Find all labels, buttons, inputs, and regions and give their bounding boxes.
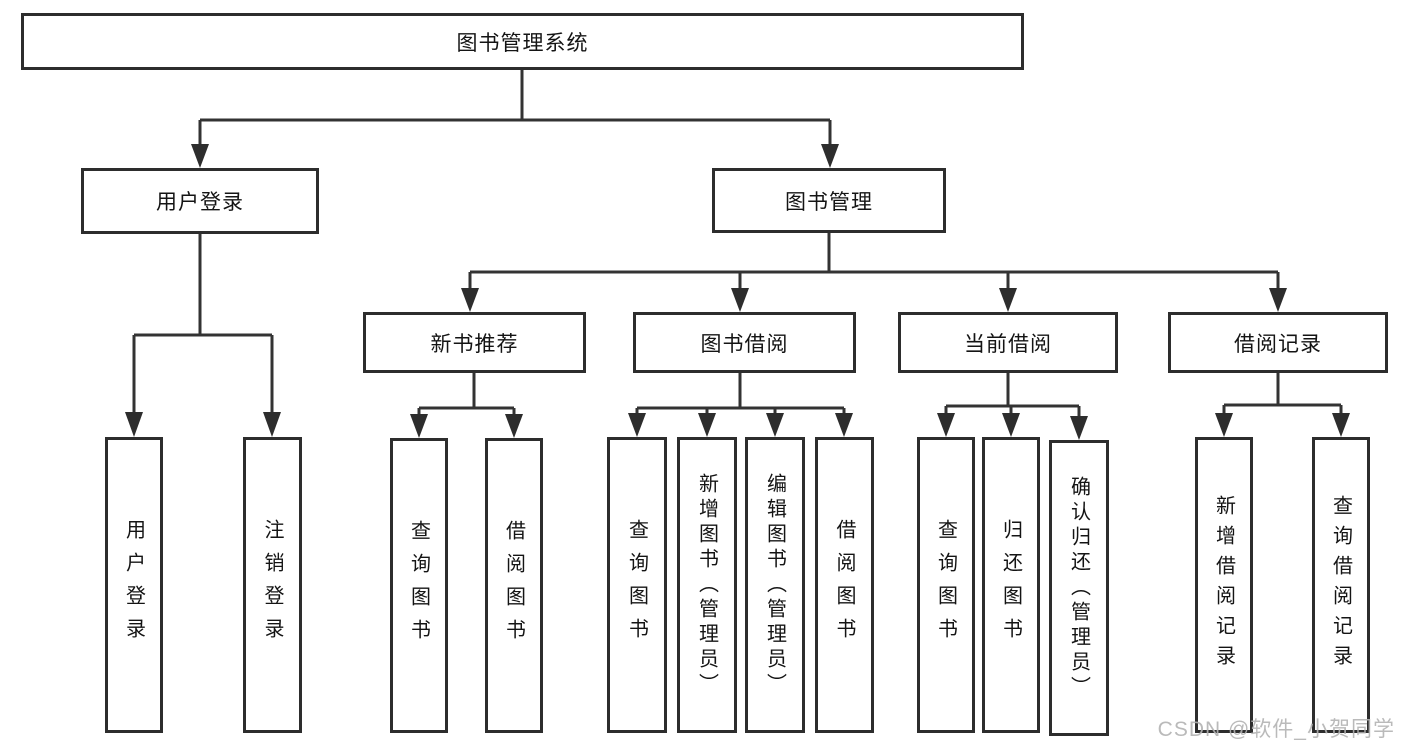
leaf-borrowrecord-add-label: 新增借阅记录 [1212,495,1235,675]
leaf-borrowrecord-query: 查询借阅记录 [1312,437,1370,733]
node-root: 图书管理系统 [21,13,1024,70]
leaf-bookborrow-borrow: 借阅图书 [815,437,874,733]
node-current-borrow: 当前借阅 [898,312,1118,373]
node-root-label: 图书管理系统 [456,31,589,55]
node-book-management-label: 图书管理 [785,190,873,214]
csdn-watermark: CSDN @软件_小贺同学 [1157,718,1395,741]
node-user-login-label: 用户登录 [156,191,244,214]
leaf-newbook-query-label: 查询图书 [407,519,430,652]
leaf-user-login-label: 用户登录 [122,519,145,651]
leaf-currentborrow-confirm: 确认归还（管理员） [1049,440,1109,736]
node-borrow-record: 借阅记录 [1168,312,1388,373]
leaf-bookborrow-edit-label: 编辑图书（管理员） [763,472,786,698]
leaf-logout: 注销登录 [243,437,302,733]
leaf-newbook-borrow: 借阅图书 [485,438,543,733]
leaf-bookborrow-edit: 编辑图书（管理员） [745,437,805,733]
leaf-bookborrow-query: 查询图书 [607,437,667,733]
node-current-borrow-label: 当前借阅 [964,332,1052,356]
leaf-bookborrow-add: 新增图书（管理员） [677,437,737,733]
leaf-currentborrow-confirm-label: 确认归还（管理员） [1067,475,1090,701]
leaf-newbook-borrow-label: 借阅图书 [502,519,525,652]
node-borrow-record-label: 借阅记录 [1234,332,1322,356]
leaf-currentborrow-return-label: 归还图书 [999,519,1022,651]
leaf-newbook-query: 查询图书 [390,438,448,733]
node-new-book-recommend-label: 新书推荐 [430,332,519,356]
arrowheads [125,144,1350,440]
node-user-login: 用户登录 [81,168,319,234]
node-book-borrow: 图书借阅 [633,312,856,373]
leaf-bookborrow-borrow-label: 借阅图书 [833,519,855,651]
leaf-user-login: 用户登录 [105,437,163,733]
leaf-logout-label: 注销登录 [261,519,283,651]
node-book-borrow-label: 图书借阅 [700,332,789,356]
leaf-borrowrecord-query-label: 查询借阅记录 [1329,495,1352,675]
leaf-borrowrecord-add: 新增借阅记录 [1195,437,1253,733]
leaf-currentborrow-query-label: 查询图书 [934,519,957,651]
node-new-book-recommend: 新书推荐 [363,312,586,373]
node-book-management: 图书管理 [712,168,946,233]
leaf-currentborrow-query: 查询图书 [917,437,975,733]
leaf-currentborrow-return: 归还图书 [982,437,1040,733]
leaf-bookborrow-add-label: 新增图书（管理员） [695,472,718,698]
leaf-bookborrow-query-label: 查询图书 [625,519,648,651]
